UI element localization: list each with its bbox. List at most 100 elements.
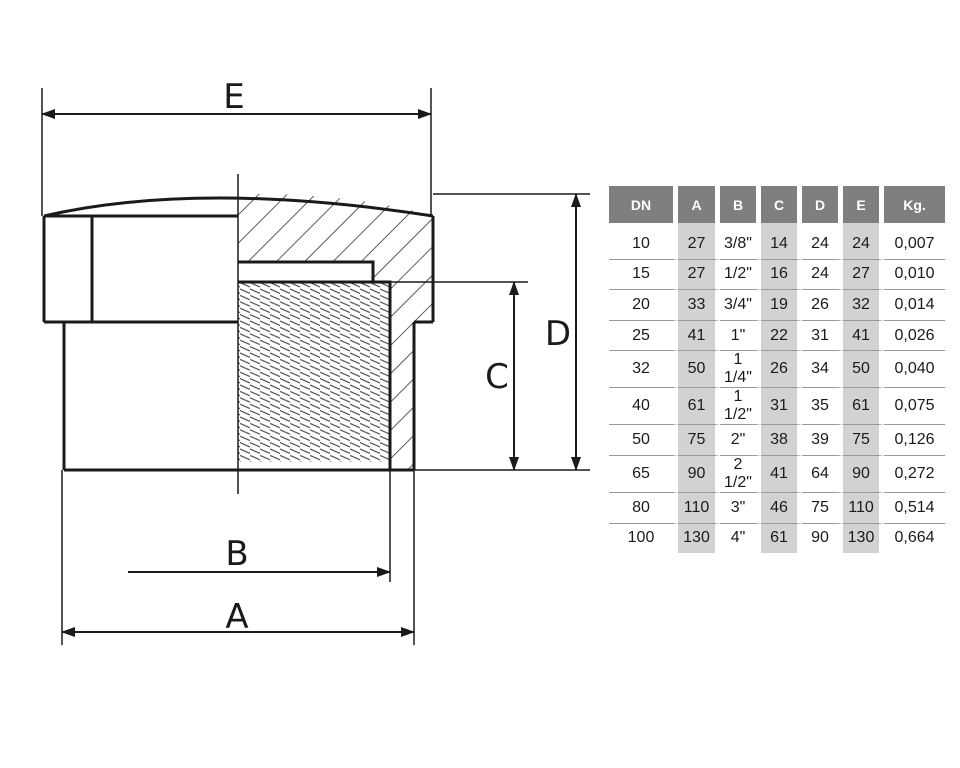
cell-dn: 15 (609, 259, 678, 291)
cell-d: 24 (802, 259, 843, 291)
dim-label-e: E (223, 77, 244, 117)
dim-label-d: D (545, 314, 571, 354)
cell-kg: 0,010 (884, 260, 945, 291)
cell-a: 27 (678, 259, 720, 291)
cell-a: 61 (678, 388, 720, 426)
extension-lines (41, 88, 590, 645)
cell-c: 31 (761, 388, 802, 426)
cell-c: 22 (761, 320, 802, 352)
dim-label-b: B (225, 534, 248, 574)
cell-a: 50 (678, 351, 720, 389)
cell-dn: 25 (609, 320, 678, 352)
cell-dn: 100 (609, 523, 678, 554)
cell-a: 130 (678, 523, 720, 554)
cell-b: 4" (720, 523, 761, 554)
header-d: D (802, 186, 843, 223)
cell-a: 33 (678, 290, 720, 321)
cell-kg: 0,014 (884, 290, 945, 321)
cell-e: 61 (843, 388, 884, 426)
cell-b: 3/8" (720, 223, 761, 260)
cell-dn: 32 (609, 351, 678, 389)
header-c: C (761, 186, 802, 223)
cell-e: 90 (843, 455, 884, 493)
cell-dn: 10 (609, 223, 678, 260)
cell-b: 3/4" (720, 290, 761, 321)
cell-d: 34 (802, 351, 843, 389)
section-hatch (238, 193, 433, 470)
cell-a: 75 (678, 425, 720, 456)
cell-c: 14 (761, 223, 802, 260)
cell-c: 61 (761, 523, 802, 554)
cell-dn: 20 (609, 290, 678, 321)
cell-b: 1 1/4" (720, 351, 761, 389)
cell-kg: 0,272 (884, 456, 945, 493)
cell-kg: 0,514 (884, 493, 945, 524)
cell-dn: 80 (609, 492, 678, 524)
cell-c: 26 (761, 351, 802, 389)
cell-dn: 40 (609, 388, 678, 426)
header-e: E (843, 186, 884, 223)
cell-b: 1" (720, 320, 761, 352)
cell-dn: 65 (609, 455, 678, 493)
cell-e: 27 (843, 259, 884, 291)
cell-a: 90 (678, 455, 720, 493)
cell-a: 110 (678, 492, 720, 524)
bore-bottom (238, 462, 390, 470)
cell-b: 2 1/2" (720, 455, 761, 493)
cell-d: 24 (802, 223, 843, 260)
cell-kg: 0,026 (884, 321, 945, 352)
header-kg: Kg. (884, 186, 945, 223)
cell-a: 41 (678, 320, 720, 352)
cell-dn: 50 (609, 425, 678, 456)
cell-e: 110 (843, 492, 884, 524)
cell-kg: 0,664 (894, 529, 935, 547)
threaded-bore (238, 282, 390, 462)
cell-b: 3" (720, 492, 761, 524)
cell-e: 50 (843, 351, 884, 389)
cell-kg: 0,075 (884, 388, 945, 426)
cell-d: 75 (802, 492, 843, 524)
dim-label-a: A (225, 597, 248, 637)
dim-label-c: C (485, 357, 509, 397)
cell-d: 35 (802, 388, 843, 426)
cell-d: 31 (802, 320, 843, 352)
cell-d: 90 (802, 523, 843, 554)
cell-e: 75 (843, 425, 884, 456)
cell-e: 130 (843, 523, 884, 554)
cell-c: 38 (761, 425, 802, 456)
cell-c: 16 (761, 259, 802, 291)
header-dn: DN (609, 186, 678, 223)
cell-b: 1 1/2" (720, 388, 761, 426)
cell-b: 2" (720, 425, 761, 456)
cap-outline (42, 196, 435, 472)
cell-b: 1/2" (720, 259, 761, 291)
cell-d: 26 (802, 290, 843, 321)
cell-c: 19 (761, 290, 802, 321)
header-b: B (720, 186, 761, 223)
cell-a: 27 (678, 223, 720, 260)
cell-d: 39 (802, 425, 843, 456)
cell-kg: 0,040 (884, 351, 945, 389)
table-header-row: DN A B C D E Kg. (609, 186, 945, 223)
cell-kg: 0,007 (884, 223, 945, 260)
cell-e: 32 (843, 290, 884, 321)
cell-e: 24 (843, 223, 884, 260)
cell-kg: 0,126 (884, 425, 945, 456)
header-a: A (678, 186, 720, 223)
cell-c: 41 (761, 455, 802, 493)
cell-c: 46 (761, 492, 802, 524)
cell-e: 41 (843, 320, 884, 352)
cell-d: 64 (802, 455, 843, 493)
